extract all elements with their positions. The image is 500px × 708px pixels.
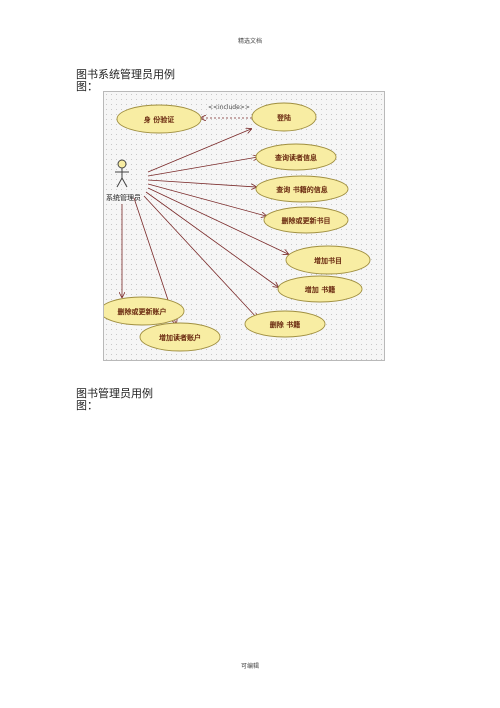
- usecase-identity-ellipse: [116, 104, 202, 134]
- usecase-query-reader-ellipse: [255, 143, 337, 171]
- actor-label: 系统管理员: [106, 193, 141, 202]
- usecase-delete-update-book-label: 删除或更新书目: [282, 216, 331, 225]
- usecase-delete-update-account-label: 删除或更新账户: [118, 307, 167, 316]
- section2-subtitle: 图：: [76, 399, 98, 412]
- usecase-delete-book-ellipse: [244, 310, 326, 338]
- use-case-diagram: 系统管理员 <<include>>: [99, 91, 385, 361]
- association-lines: [122, 118, 288, 324]
- usecase-delete-update-book-ellipse: [263, 206, 349, 234]
- usecase-add-book2-label: 增加 书籍: [305, 285, 335, 294]
- usecase-query-book-label: 查询 书籍的信息: [276, 185, 327, 194]
- usecase-login-label: 登陆: [276, 113, 291, 122]
- page-header: 精选文档: [237, 38, 262, 45]
- usecase-add-book-ellipse: [285, 245, 371, 275]
- usecase-login-ellipse: [251, 102, 317, 132]
- page-footer: 可编辑: [240, 663, 259, 670]
- diagram-canvas: 系统管理员 <<include>>: [99, 102, 371, 352]
- usecase-add-reader-account-ellipse: [139, 322, 221, 352]
- usecase-add-book-label: 增加书目: [314, 256, 342, 265]
- section2-title: 图书管理员用例: [76, 387, 153, 400]
- usecase-query-book-ellipse: [255, 175, 349, 203]
- usecase-query-reader-label: 查询读者信息: [275, 153, 317, 162]
- usecase-identity-label: 身 份验证: [143, 115, 174, 124]
- usecase-add-book2-ellipse: [277, 275, 363, 303]
- usecase-add-reader-account-label: 增加读者账户: [159, 333, 201, 342]
- section1-title: 图书系统管理员用例: [76, 68, 175, 81]
- section1-subtitle: 图：: [76, 80, 98, 93]
- include-label: <<include>>: [208, 104, 250, 111]
- actor-figure: [115, 159, 129, 188]
- usecase-delete-book-label: 删除 书籍: [270, 320, 300, 329]
